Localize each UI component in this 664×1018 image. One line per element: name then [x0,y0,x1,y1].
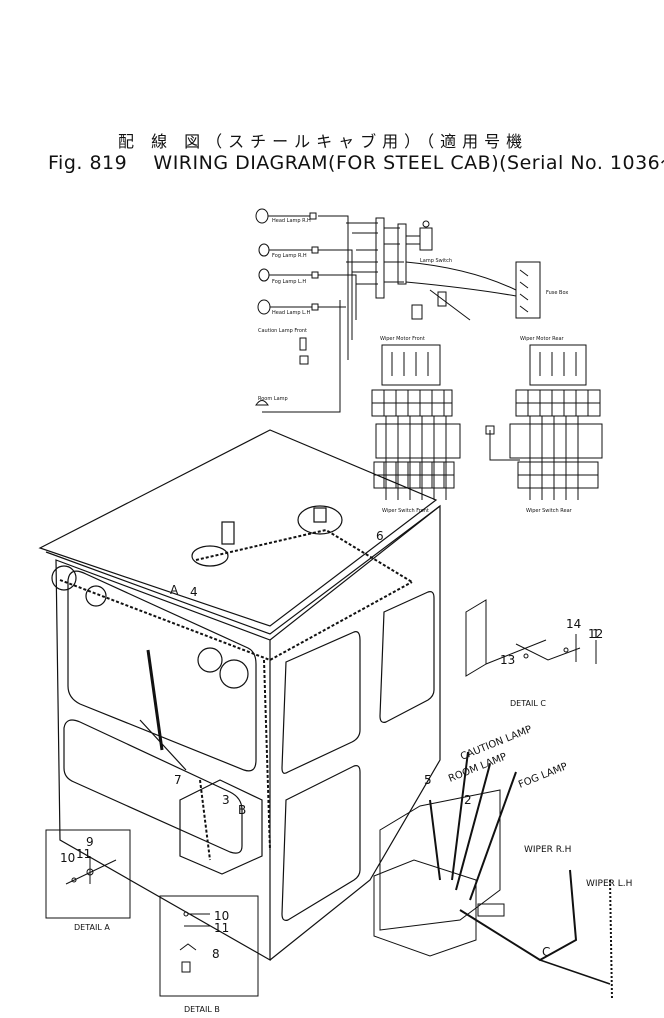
steel-cab-drawing [38,429,441,962]
lamp-switch-icon [406,220,433,251]
detail-b-callout-11: 11 [214,921,229,935]
wiper-rh-harness-label: WIPER R.H [524,845,571,855]
callout-A: A [170,583,179,597]
callout-B: B [238,803,246,817]
front-window [67,570,257,772]
callout-10: 10 [60,851,75,865]
front-wiper-icon [146,649,164,751]
head-lamp-rh-label: Head Lamp R.H [272,218,311,224]
caution-lamp-front-label: Caution Lamp Front [258,328,307,334]
wiper-motor-front-icon [381,344,441,386]
fog-lamp-lh-label: Fog Lamp L.H [272,279,306,285]
fuse-box-label: Fuse Box [546,290,568,296]
head-lamp-left-icon [51,565,107,607]
wiper-switch-rear-label: Wiper Switch Rear [526,508,573,514]
rear-side-window [379,591,435,723]
callout-11: 11 [76,847,91,861]
wiper-motor-front-label: Wiper Motor Front [380,336,425,342]
detail-b-label: DETAIL B [184,1005,220,1014]
fog-lamp-rh-icon [258,243,319,257]
callouts: 1 2 3 4 5 6 7 8 9 10 11 12 13 14 A B C [60,529,603,961]
fog-lamp-harness-label: FOG LAMP [517,761,569,791]
fog-lamp-rh-label: Fog Lamp R.H [272,253,307,259]
callout-1: 1 [592,627,600,641]
callout-3: 3 [222,793,230,807]
detail-c-label: DETAIL C [510,699,546,708]
detail-b: 10 11 DETAIL B [159,895,259,1014]
roof-harness [59,579,413,662]
callout-4: 4 [190,585,198,599]
connector-block [375,217,385,299]
fuse-box-icon [515,261,541,319]
schematic-section: Head Lamp R.H Fog Lamp R.H Fog Lamp L.H … [255,208,603,514]
harness-assembly: CAUTION LAMP ROOM LAMP FOG LAMP WIPER R.… [373,724,632,1001]
wiper-motor-rear-label: Wiper Motor Rear [520,336,565,342]
wiper-motor-rear-icon [529,344,587,386]
detail-a: DETAIL A [45,829,131,932]
callout-5: 5 [424,773,432,787]
caution-lamp-icon [299,337,307,351]
room-lamp-label: Room Lamp [258,396,288,402]
head-lamp-right-icon [197,647,249,689]
figure-number: Fig. 819 [48,152,128,174]
figure-title: Fig. 819 WIRING DIAGRAM(FOR STEEL CAB)(S… [48,148,664,175]
japanese-title: 配 線 図（スチールキャブ用）（適用号機 [118,132,529,151]
wiper-switch-rear-grid [509,389,603,500]
head-lamp-rh-icon [255,208,317,224]
side-window-upper [281,631,361,774]
detail-a-label: DETAIL A [74,923,110,932]
detail-c: DETAIL C [465,599,597,708]
callout-9: 9 [86,835,94,849]
callout-7: 7 [174,773,182,787]
caution-lamp-dome-icon [297,505,343,535]
detail-b-callout-10: 10 [214,909,229,923]
wiper-switch-front-grid [371,389,461,500]
diagram-subtitle: FOR STEEL CAB [335,152,492,174]
roof-lamp-icon [191,521,235,567]
wiper-lh-harness-label: WIPER L.H [586,879,632,889]
head-lamp-lh-label: Head Lamp L.H [272,310,311,316]
diagram-title: WIRING DIAGRAM [153,152,329,174]
header: 配 線 図（スチールキャブ用）（適用号機 Fig. 819 WIRING DIA… [0,0,664,200]
callout-8: 8 [212,947,220,961]
fuse-block [397,223,407,285]
side-window-lower [281,765,361,921]
callout-12: 12 [588,627,603,641]
callout-14: 14 [566,617,581,631]
lower-front-window [63,719,243,854]
callout-2: 2 [464,793,472,807]
callout-6: 6 [376,529,384,543]
room-lamp-icon [255,400,269,406]
serial-number: Serial No. 1036～ [507,152,664,174]
lamp-switch-label: Lamp Switch [420,258,452,264]
callout-C: C [542,945,550,959]
wiper-switch-front-label: Wiper Switch Front [382,508,429,514]
